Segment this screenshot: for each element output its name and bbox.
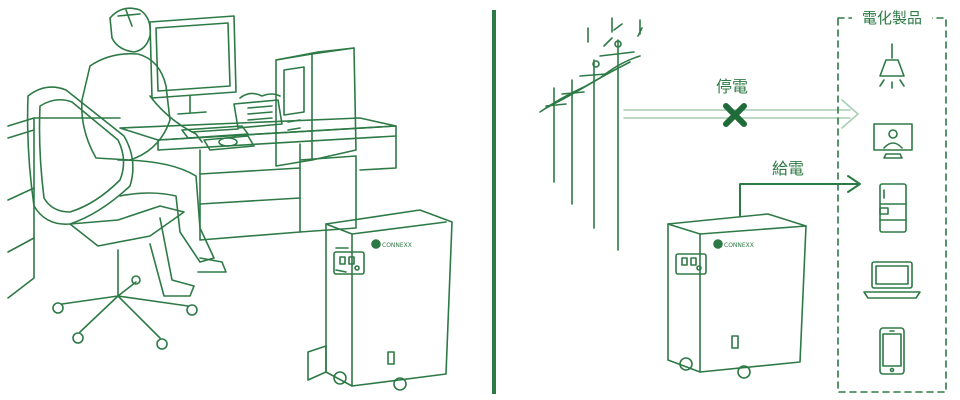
desk [119,117,397,241]
brand-logo-text: CONNEXX [382,242,412,249]
tower-pc [275,47,357,167]
appliances-box [837,17,947,393]
x-mark-icon [723,103,747,127]
seated-person [80,7,227,297]
appliances-title-bg [852,6,932,28]
video-monitor-icon [873,123,913,159]
partition-wall [7,117,121,299]
utility-poles-icon [539,17,643,251]
smartphone-icon [879,327,905,375]
laptop-icon [863,261,921,299]
outage-label: 停電 [716,77,748,96]
refrigerator-icon [879,183,907,233]
keyboard [181,125,249,139]
supply-arrow [739,175,861,217]
ceiling-lamp-icon [879,43,905,89]
office-scene: CONNEXX [7,7,453,391]
supply-label: 給電 [772,159,804,178]
outage-diagram: 停電 給電 CONNEXX 電化製品 [539,6,947,393]
battery-unit-right: CONNEXX [667,213,807,379]
mouse-pad [203,135,255,151]
office-chair [26,86,198,350]
battery-unit-left: CONNEXX [307,209,453,391]
desk-phone [233,92,283,129]
appliances-title: 電化製品 [862,9,922,27]
brand-logo-text-right: CONNEXX [724,242,754,249]
monitor [149,15,237,115]
